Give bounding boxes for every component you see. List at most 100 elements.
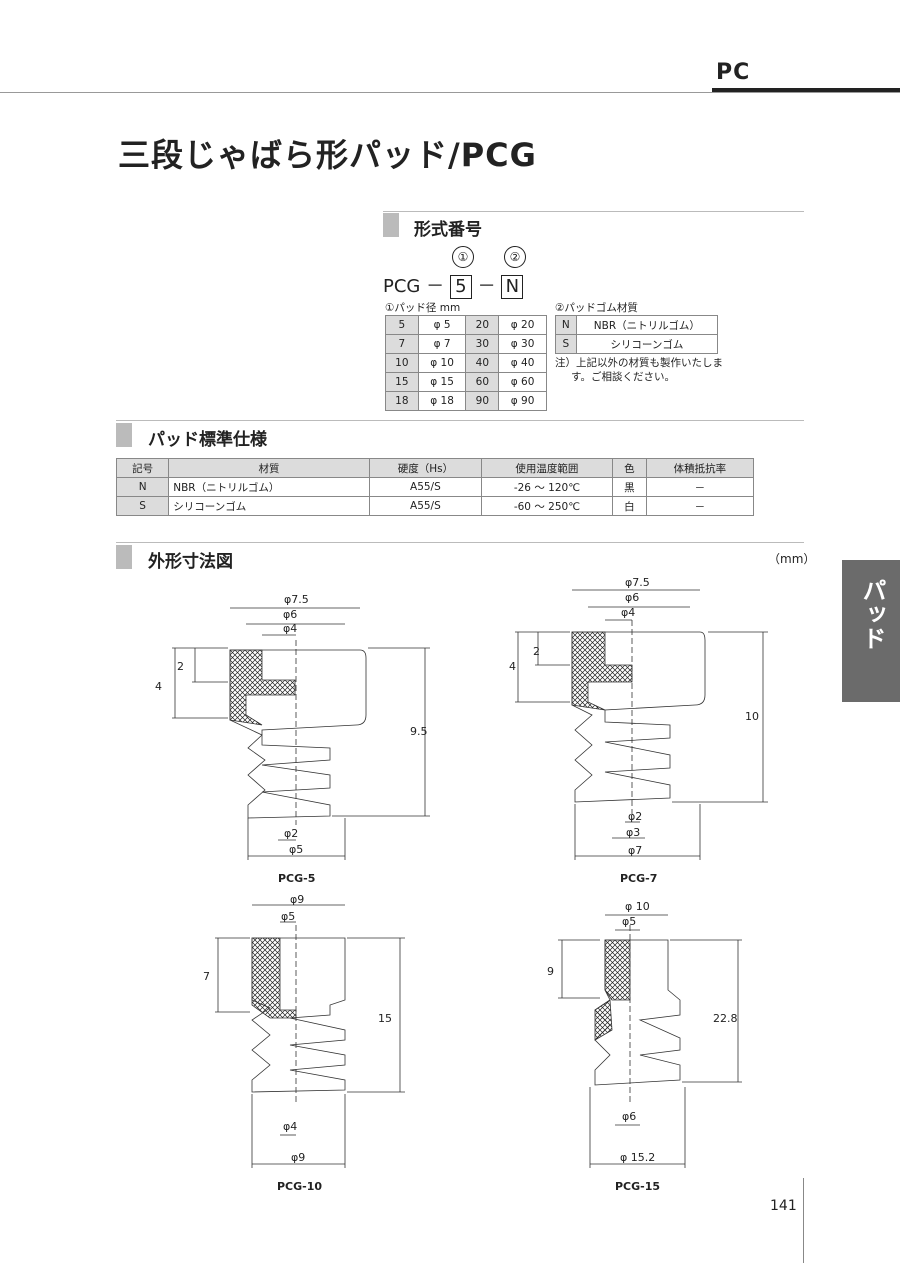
table-header: 硬度（Hs） [368, 458, 482, 478]
pcg7-b3: φ7 [628, 844, 643, 857]
marker-2: ② [504, 246, 526, 268]
table-cell: 30 [465, 334, 500, 354]
table-cell: φ 5 [417, 315, 467, 335]
section-rule [116, 542, 804, 543]
table-cell: N [555, 315, 577, 335]
section-marker [116, 545, 132, 569]
pcg10-b2: φ9 [291, 1151, 306, 1164]
table-cell: NBR（ニトリルゴム） [575, 315, 719, 335]
table-cell: 10 [385, 353, 419, 373]
pcg5-d1: φ7.5 [284, 593, 309, 606]
pcg10-d2: φ5 [281, 910, 296, 923]
pcg10-h3: 15 [378, 1012, 392, 1025]
table-header: 色 [611, 458, 647, 478]
model-section-title: 形式番号 [414, 220, 482, 240]
pcg15-drawing [558, 914, 742, 1168]
pcg7-d3: φ4 [621, 606, 636, 619]
pcg10-d1: φ9 [290, 893, 305, 906]
pcg5-caption: PCG-5 [278, 872, 316, 885]
table-cell: シリコーンゴム [168, 496, 370, 516]
pcg5-d2: φ6 [283, 608, 298, 621]
table-cell: φ 20 [498, 315, 547, 335]
table-cell: φ 7 [417, 334, 467, 354]
pcg7-h3: 10 [745, 710, 759, 723]
pcg7-d2: φ6 [625, 591, 640, 604]
table-cell: φ 10 [417, 353, 467, 373]
marker-1: ① [452, 246, 474, 268]
table-cell: シリコーンゴム [575, 334, 719, 354]
table-cell: φ 18 [417, 391, 467, 411]
note-line-1: 注）上記以外の材質も製作いたしま [555, 357, 723, 369]
dash: － [426, 276, 445, 297]
table-cell: -26 ～ 120℃ [480, 477, 613, 497]
pcg15-h1: 9 [547, 965, 554, 978]
table-cell: 18 [385, 391, 419, 411]
table-cell: S [115, 496, 170, 516]
table-cell: A55/S [368, 477, 482, 497]
pcg5-b2: φ5 [289, 843, 304, 856]
spec-section-title: パッド標準仕様 [148, 430, 267, 450]
section-rule [116, 420, 804, 421]
table-header: 材質 [168, 458, 370, 478]
pcg5-d3: φ4 [283, 622, 298, 635]
pcg5-b1: φ2 [284, 827, 299, 840]
table-header: 使用温度範囲 [480, 458, 613, 478]
pcg7-d1: φ7.5 [625, 576, 650, 589]
page-rule [803, 1178, 804, 1263]
table-cell: φ 60 [498, 372, 547, 392]
code-prefix: PCG [383, 276, 421, 297]
table-cell: 40 [465, 353, 500, 373]
side-tab[interactable]: パッド [842, 560, 900, 702]
unit-label: （mm） [768, 552, 816, 566]
pcg15-d1: φ 10 [625, 900, 650, 913]
dimension-drawings [172, 589, 768, 1168]
dimension-section-title: 外形寸法図 [148, 552, 233, 572]
rubber-box: N [501, 275, 524, 299]
series-code: PC [716, 60, 751, 85]
pad-diameter-box: 5 [449, 275, 472, 299]
pcg5-h2: 2 [177, 660, 184, 673]
section-rule [383, 211, 804, 212]
pcg15-h3: 22.8 [713, 1012, 738, 1025]
table-cell: φ 30 [498, 334, 547, 354]
pcg7-drawing [515, 589, 768, 860]
header-rule [0, 92, 900, 93]
table-header: 体積抵抗率 [645, 458, 755, 478]
table-cell: -60 ～ 250℃ [480, 496, 613, 516]
table-header: 記号 [115, 458, 170, 478]
pcg5-h3: 9.5 [410, 725, 428, 738]
pcg7-h1: 4 [509, 660, 516, 673]
table-cell: 黒 [611, 477, 647, 497]
pcg10-caption: PCG-10 [277, 1180, 323, 1193]
table-cell: 20 [465, 315, 500, 335]
table-cell: 白 [611, 496, 647, 516]
table-cell: N [115, 477, 170, 497]
table-cell: 5 [385, 315, 419, 335]
note-line-2: す。ご相談ください。 [571, 371, 675, 383]
header-accent-rule [712, 88, 900, 92]
pcg10-drawing [215, 904, 405, 1168]
pcg5-drawing [172, 607, 430, 860]
table-cell: A55/S [368, 496, 482, 516]
pcg7-b1: φ2 [628, 810, 643, 823]
pcg10-b1: φ4 [283, 1120, 298, 1133]
pcg15-d2: φ5 [622, 915, 637, 928]
table-cell: － [645, 477, 755, 497]
page-title: 三段じゃばら形パッド/PCG [118, 136, 537, 174]
table-cell: NBR（ニトリルゴム） [168, 477, 370, 497]
model-code: PCG － 5 － N [383, 272, 524, 299]
table-cell: 7 [385, 334, 419, 354]
rubber-label: ②パッドゴム材質 [555, 302, 638, 314]
pcg15-b1: φ6 [622, 1110, 637, 1123]
table-cell: φ 15 [417, 372, 467, 392]
section-marker [383, 213, 399, 237]
